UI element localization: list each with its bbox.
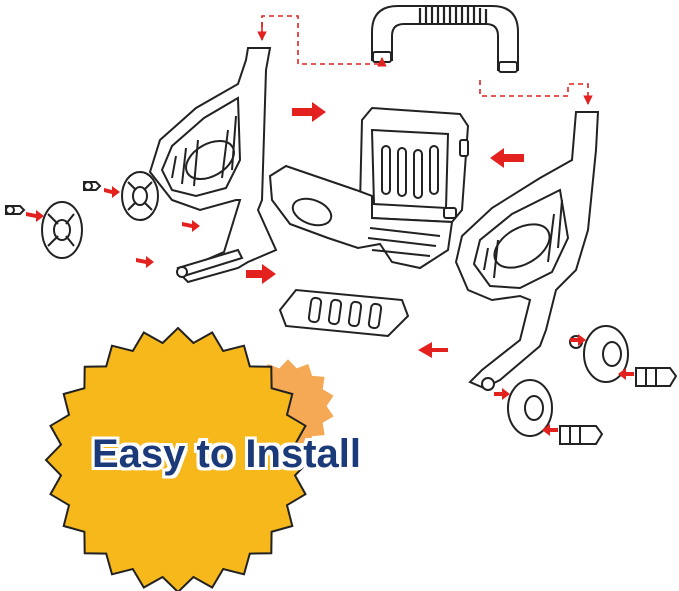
badge: [44, 326, 334, 591]
arrow-wheel-2: [104, 186, 120, 198]
arrow-wheel-right-2: [494, 388, 510, 400]
assembly-arrows: [26, 102, 634, 436]
arrow-pin-right-2: [542, 424, 558, 436]
footrest: [278, 288, 410, 338]
arrow-to-footrest: [246, 264, 276, 284]
rear-wheel-right: [507, 379, 553, 437]
seat-back: [358, 106, 470, 224]
arrow-from-right-footrest: [418, 342, 448, 358]
arrow-wheel-right-1: [570, 334, 586, 346]
arrow-wheel-1: [26, 210, 44, 222]
front-wheel-left: [41, 201, 83, 259]
rear-wheel-left: [121, 171, 159, 221]
seat: [268, 164, 454, 270]
right-side-frame: [454, 111, 600, 391]
badge-front-starburst: [44, 326, 312, 591]
arrow-from-right-frame: [490, 148, 524, 168]
badge-text: Easy to Install: [92, 432, 361, 476]
arrow-frame-1: [182, 220, 200, 232]
arrow-to-seat-back: [292, 102, 326, 122]
arrow-pin-right-1: [618, 368, 634, 380]
front-wheel-right: [583, 325, 629, 383]
handle: [371, 5, 519, 73]
left-side-frame: [148, 47, 278, 284]
axle-pins: [5, 181, 678, 445]
arrow-frame-2: [136, 256, 154, 268]
handle-guide-lines: [261, 15, 593, 105]
